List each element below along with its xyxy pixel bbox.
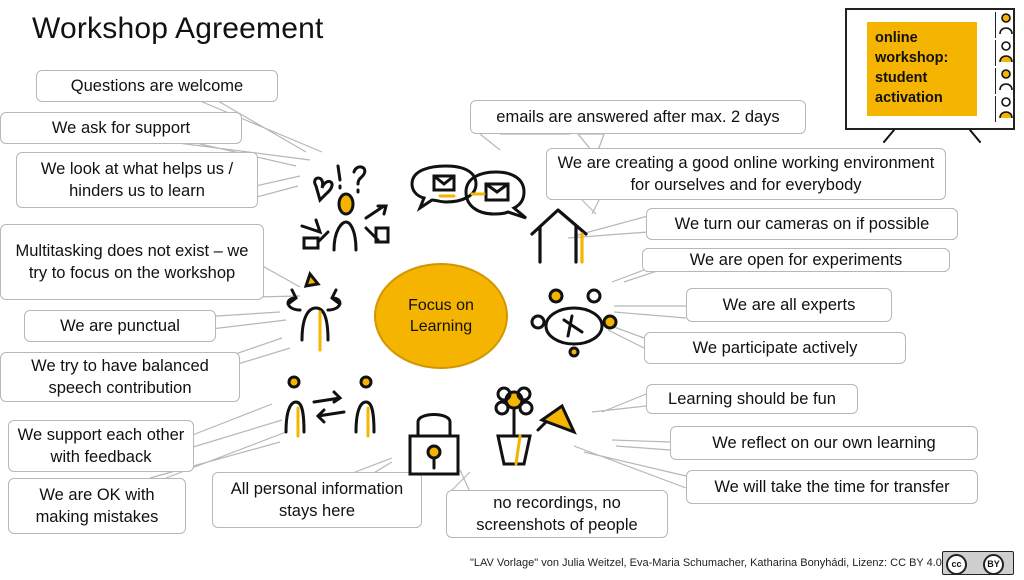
- bubble-ok-mistakes: We are OK with making mistakes: [8, 478, 186, 534]
- focus-circle: Focus on Learning: [374, 263, 508, 369]
- online-workshop-screen: online workshop: student activation: [845, 8, 1015, 130]
- bubble-balanced-speech: We try to have balanced speech contribut…: [0, 352, 240, 402]
- bubble-ask-for-support: We ask for support: [0, 112, 242, 144]
- round-table-group-icon: [530, 288, 618, 358]
- screen-stand-icon: [883, 129, 981, 143]
- license-footer: "LAV Vorlage" von Julia Weitzel, Eva-Mar…: [470, 557, 945, 569]
- screen-label: online workshop: student activation: [867, 22, 977, 116]
- exchange-people-icon: [284, 375, 376, 438]
- bubble-punctual: We are punctual: [24, 310, 216, 342]
- bubble-good-online-environment: We are creating a good online working en…: [546, 148, 946, 200]
- cc-by-badge[interactable]: cc BY: [942, 551, 1014, 575]
- bubble-cameras-on: We turn our cameras on if possible: [646, 208, 958, 240]
- bubble-reflect-learning: We reflect on our own learning: [670, 426, 978, 460]
- bubble-personal-info: All personal information stays here: [212, 472, 422, 528]
- house-icon: [530, 208, 588, 264]
- bubble-no-recordings: no recordings, no screenshots of people: [446, 490, 668, 538]
- participant-tile-icon: [995, 96, 1014, 122]
- person-arrows-icon: [286, 270, 342, 352]
- bubble-questions-welcome: Questions are welcome: [36, 70, 278, 102]
- cc-icon: cc: [946, 554, 967, 575]
- by-icon: BY: [983, 554, 1004, 575]
- bubble-multitasking: Multitasking does not exist – we try to …: [0, 224, 264, 300]
- bubble-emails-answered: emails are answered after max. 2 days: [470, 100, 806, 134]
- bubble-learning-fun: Learning should be fun: [646, 384, 858, 414]
- bubble-what-helps-us: We look at what helps us / hinders us to…: [16, 152, 258, 208]
- email-bubbles-icon: [410, 164, 527, 220]
- confused-person-icon: [300, 164, 390, 252]
- participant-tile-icon: [995, 12, 1014, 38]
- page-title: Workshop Agreement: [32, 12, 324, 45]
- bubble-open-experiments: We are open for experiments: [642, 248, 950, 272]
- padlock-icon: [408, 413, 460, 476]
- participant-faces-icon: [999, 13, 1013, 119]
- bubble-support-feedback: We support each other with feedback: [8, 420, 194, 472]
- participant-tile-icon: [995, 68, 1014, 94]
- bubble-all-experts: We are all experts: [686, 288, 892, 322]
- bubble-participate-actively: We participate actively: [644, 332, 906, 364]
- flower-pot-icon: [494, 386, 577, 466]
- bubble-time-transfer: We will take the time for transfer: [686, 470, 978, 504]
- participant-tile-icon: [995, 40, 1014, 66]
